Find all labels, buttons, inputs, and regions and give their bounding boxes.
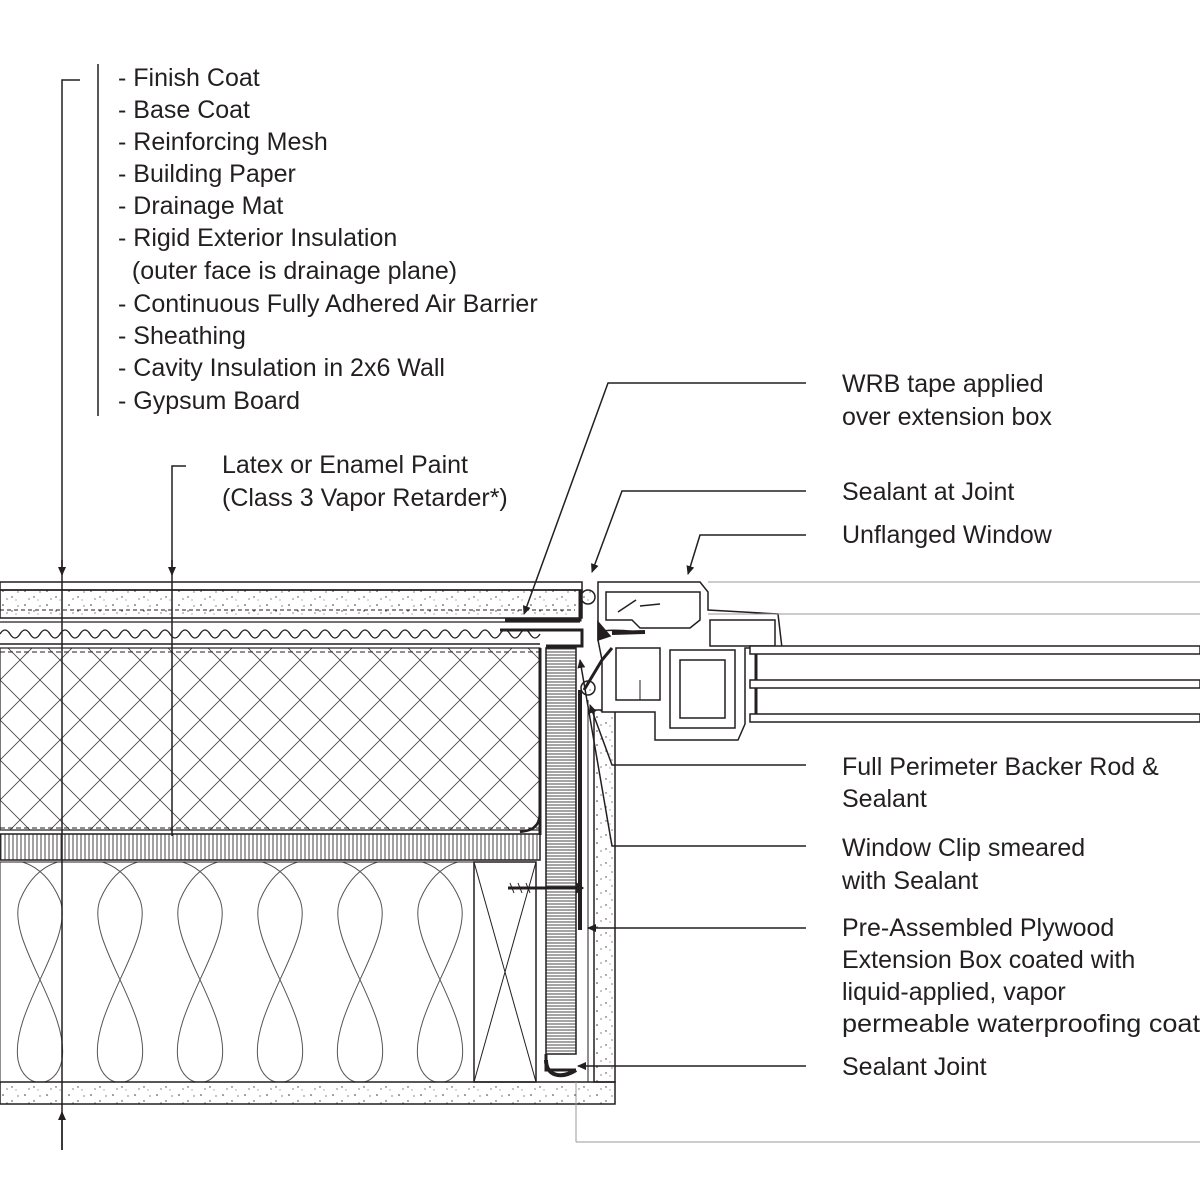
paint-note-line-2: (Class 3 Vapor Retarder*) (222, 484, 508, 512)
rigid-insulation-layer (0, 647, 541, 831)
insulated-glazing (575, 581, 1200, 1143)
drainage-mat-wave (0, 629, 541, 639)
layer-label-6: (outer face is drainage plane) (118, 257, 457, 285)
wrb-tape-label-1: WRB tape applied (842, 370, 1044, 398)
backer-rod-top (580, 589, 596, 605)
base-coat-layer (0, 589, 583, 619)
paint-note: Latex or Enamel Paint (Class 3 Vapor Ret… (222, 451, 508, 512)
layer-label-5: - Rigid Exterior Insulation (118, 224, 397, 252)
extension-box-label-1: Pre-Assembled Plywood (842, 914, 1114, 942)
window-clip-label-2: with Sealant (841, 867, 978, 895)
wall-layers-bracket (58, 64, 186, 1150)
unflanged-window-frame (582, 581, 783, 741)
paint-note-line-1: Latex or Enamel Paint (222, 451, 468, 479)
layer-label-9: - Cavity Insulation in 2x6 Wall (118, 354, 445, 382)
gypsum-board-layer (0, 1081, 616, 1105)
wall-layer-labels: - Finish Coat - Base Coat - Reinforcing … (118, 64, 538, 415)
cavity-insulation-layer (0, 861, 475, 1083)
unflanged-window-label: Unflanged Window (842, 521, 1053, 549)
backer-rod-label-2: Sealant (842, 785, 927, 813)
interior-jamb-trim (593, 709, 616, 1083)
layer-label-0: - Finish Coat (118, 64, 260, 92)
sheathing-layer (0, 833, 541, 861)
extension-box-label-3: liquid-applied, vapor (842, 978, 1066, 1006)
window-clip-label-1: Window Clip smeared (842, 834, 1085, 862)
extension-box-label-4: permeable waterproofing coat (842, 1010, 1200, 1038)
plywood-extension-box (545, 647, 577, 1055)
wall-section (0, 581, 616, 1105)
layer-label-7: - Continuous Fully Adhered Air Barrier (118, 290, 538, 318)
layer-label-4: - Drainage Mat (118, 192, 283, 220)
layer-label-8: - Sheathing (118, 322, 246, 350)
layer-label-10: - Gypsum Board (118, 387, 300, 415)
wrb-tape-label-2: over extension box (842, 403, 1052, 431)
backer-rod-label-1: Full Perimeter Backer Rod & (842, 753, 1159, 781)
finish-coat-layer (0, 581, 583, 591)
layer-label-3: - Building Paper (118, 160, 296, 188)
callout-labels: WRB tape applied over extension box Seal… (841, 370, 1200, 1081)
layer-label-1: - Base Coat (118, 96, 250, 124)
callout-leaders (522, 382, 806, 1070)
layer-label-2: - Reinforcing Mesh (118, 128, 328, 156)
sealant-at-joint-label: Sealant at Joint (842, 478, 1014, 506)
extension-box-label-2: Extension Box coated with (842, 946, 1135, 974)
sealant-joint-label: Sealant Joint (842, 1053, 987, 1081)
